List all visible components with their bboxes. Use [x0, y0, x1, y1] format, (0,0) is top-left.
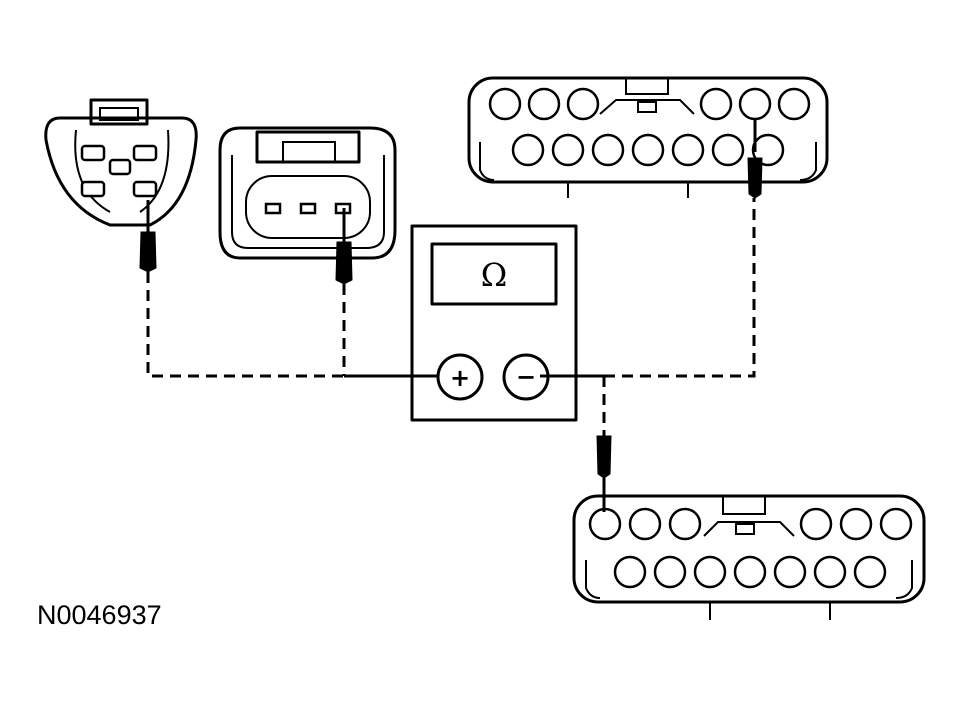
positive-sign: + — [450, 364, 470, 392]
probe-connector-d — [596, 435, 612, 512]
probe-connector-b — [335, 208, 353, 285]
connector-d — [572, 494, 926, 620]
positive-terminal — [436, 353, 484, 401]
negative-sign: − — [516, 363, 536, 391]
probe-connector-a — [139, 200, 157, 273]
connector-c — [467, 76, 829, 198]
connector-a — [44, 98, 198, 227]
connector-b — [218, 126, 397, 260]
ohmmeter: Ω + − — [410, 224, 578, 422]
negative-terminal — [502, 353, 550, 401]
probe-connector-c — [747, 118, 763, 199]
meter-display — [430, 242, 558, 306]
figure-id-label: N0046937 — [37, 600, 162, 630]
test-leads — [146, 198, 756, 436]
ohm-symbol: Ω — [481, 256, 508, 294]
